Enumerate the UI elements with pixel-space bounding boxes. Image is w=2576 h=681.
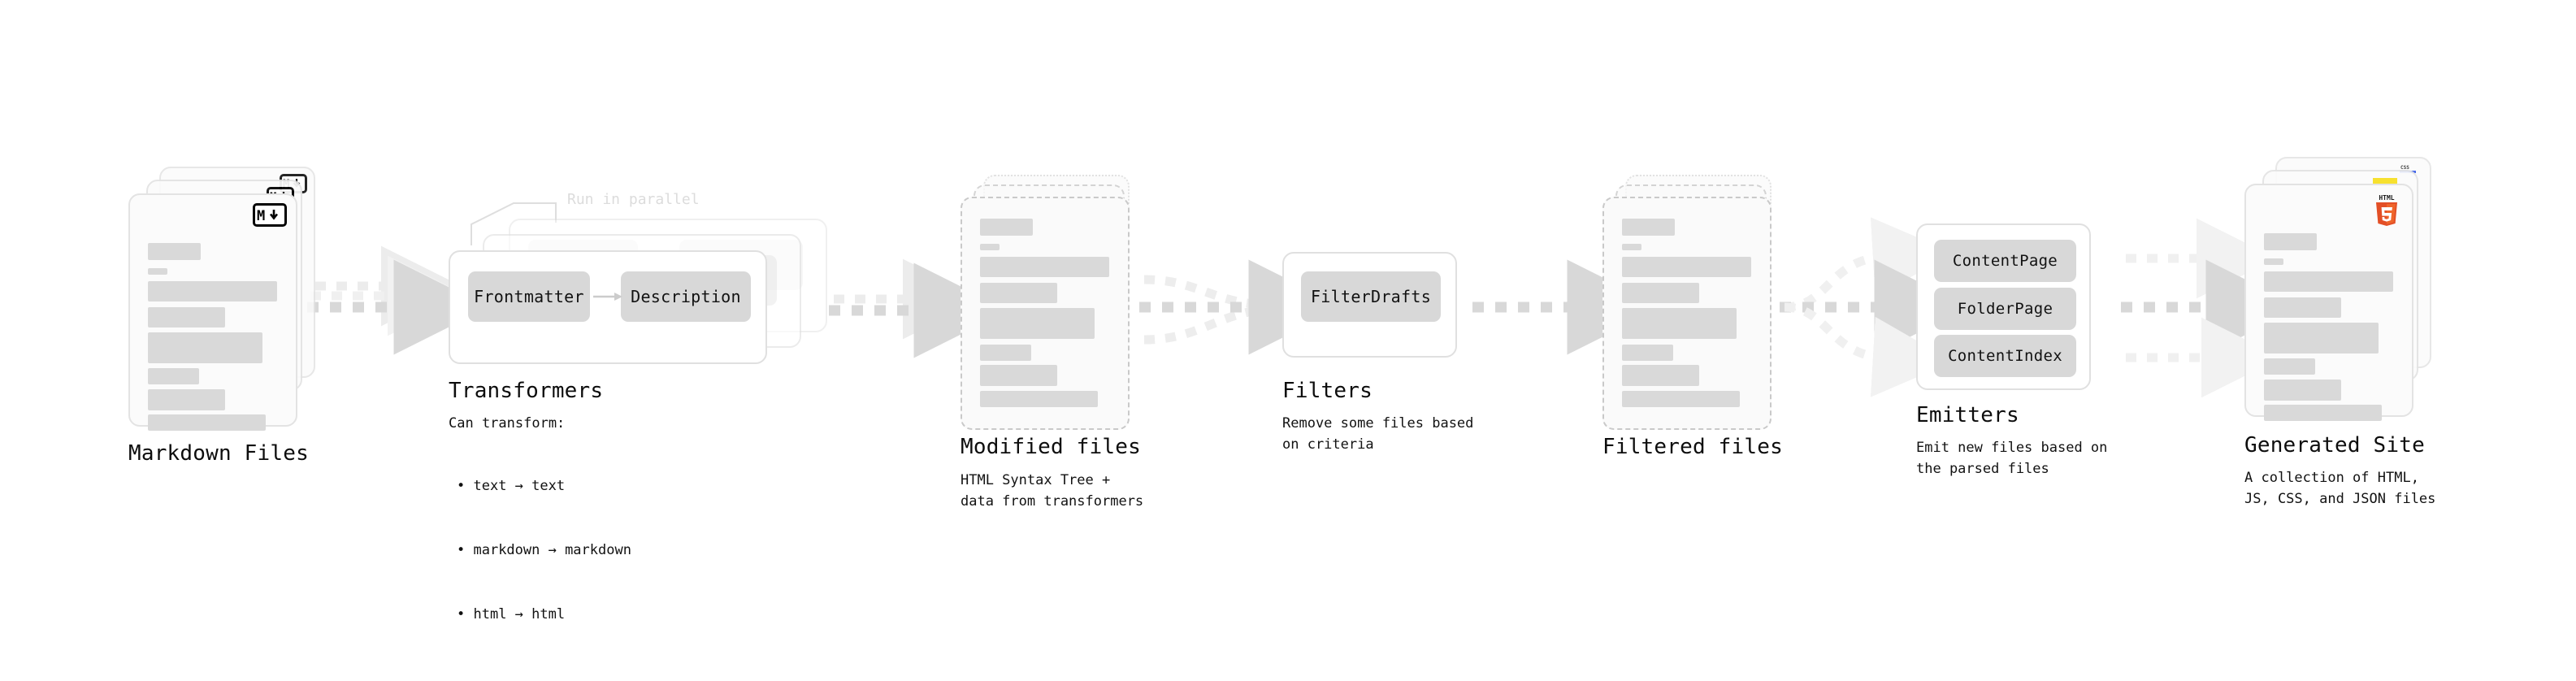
stage-title-filtered-files: Filtered files (1602, 435, 1783, 459)
card-bar (148, 281, 277, 301)
card-bar (980, 345, 1031, 361)
card-bar (148, 307, 225, 327)
emitter-chip-label: FolderPage (1957, 300, 2053, 318)
card-bar (1622, 283, 1699, 303)
stage-title-filters: Filters (1282, 379, 1373, 403)
svg-text:HTML: HTML (2379, 194, 2394, 202)
run-in-parallel-bracket (471, 202, 557, 245)
html5-icon: HTML (2373, 193, 2400, 227)
card-bar (1622, 345, 1673, 361)
filter-chip-label: FilterDrafts (1310, 287, 1432, 306)
svg-text:M: M (257, 208, 265, 223)
card-bar (1622, 365, 1699, 386)
stage-title-modified-files: Modified files (961, 435, 1141, 459)
transformer-chip-label: Frontmatter (474, 287, 584, 306)
card-bar (980, 391, 1098, 407)
svg-text:CSS: CSS (2400, 165, 2409, 171)
markdown-file-card-front: M (128, 193, 297, 431)
arrow-filtered-to-emitters (1780, 217, 1970, 397)
card-bar (1622, 391, 1740, 407)
transformer-chip-frontmatter[interactable]: Frontmatter (468, 271, 590, 322)
stage-title-generated-site: Generated Site (2244, 433, 2425, 458)
card-bar (980, 257, 1109, 277)
card-bar (980, 308, 1095, 339)
emitter-chip-label: ContentPage (1952, 252, 2058, 270)
card-bar (980, 283, 1057, 303)
site-file-card-html: HTML (2244, 184, 2413, 421)
arrow-modified-to-filters (1139, 259, 1344, 355)
arrow-emitters-to-site (2121, 218, 2301, 398)
filtered-file-card-front (1602, 197, 1772, 430)
card-bar (148, 243, 201, 260)
transformer-chip-description[interactable]: Description (621, 271, 751, 322)
filter-chip-filterdrafts[interactable]: FilterDrafts (1301, 271, 1441, 322)
run-in-parallel-label: Run in parallel (567, 191, 700, 208)
modified-file-card-front (961, 197, 1130, 430)
emitter-chip-contentindex[interactable]: ContentIndex (1934, 335, 2076, 377)
bullet-label: markdown → markdown (473, 541, 631, 558)
markdown-icon: M (253, 203, 287, 227)
generated-site-subtitle: A collection of HTML, JS, CSS, and JSON … (2244, 470, 2436, 508)
bullet-label: html → html (473, 605, 566, 622)
stage-title-emitters: Emitters (1916, 403, 2019, 427)
card-bar (2264, 323, 2379, 354)
card-bar (2264, 358, 2315, 375)
modified-files-subtitle: HTML Syntax Tree + data from transformer… (961, 472, 1144, 510)
emitters-subtitle: Emit new files based on the parsed files (1916, 440, 2108, 478)
transformers-subtitle: Can transform: (449, 415, 566, 432)
card-bar (2264, 405, 2382, 421)
list-item: • text → text (457, 477, 566, 494)
card-bar (1622, 244, 1641, 250)
list-item: • html → html (457, 605, 566, 622)
card-bar (148, 332, 262, 363)
card-bar (980, 365, 1057, 386)
card-bar (1622, 257, 1751, 277)
card-bar (148, 389, 225, 410)
modified-files-stack (961, 175, 1139, 430)
filters-subtitle: Remove some files based on criteria (1282, 415, 1474, 453)
transformers-bullet-list: • text → text • markdown → markdown • ht… (457, 432, 631, 668)
emitters-box: ContentPage FolderPage ContentIndex (1916, 223, 2091, 390)
card-bar (980, 244, 1000, 250)
arrow-transformers-to-modified (829, 258, 1009, 358)
list-item: • markdown → markdown (457, 541, 631, 558)
filters-box: FilterDrafts (1282, 252, 1457, 358)
card-bar (980, 219, 1033, 236)
transformer-box-front: Frontmatter Description (449, 250, 767, 364)
transformer-inner-arrow (593, 293, 622, 301)
card-bar (148, 414, 266, 431)
card-bar (2264, 380, 2341, 401)
card-bar (1622, 308, 1737, 339)
emitter-chip-folderpage[interactable]: FolderPage (1934, 288, 2076, 330)
markdown-files-stack: M M M (128, 167, 315, 431)
transformer-chip-label: Description (631, 287, 741, 306)
card-bar (1622, 219, 1675, 236)
bullet-label: text → text (473, 477, 566, 494)
filtered-files-stack (1602, 175, 1781, 430)
generated-site-stack: CSS HTML (2244, 157, 2431, 421)
emitter-chip-label: ContentIndex (1948, 347, 2062, 365)
stage-title-markdown-files: Markdown Files (128, 441, 309, 466)
arrow-markdown-to-transformers (307, 245, 489, 355)
card-bar (148, 268, 167, 275)
card-bar (2264, 233, 2317, 250)
emitter-chip-contentpage[interactable]: ContentPage (1934, 240, 2076, 282)
card-bar (148, 368, 199, 384)
card-bar (2264, 297, 2341, 318)
stage-title-transformers: Transformers (449, 379, 604, 403)
card-bar (2264, 258, 2283, 265)
card-bar (2264, 271, 2393, 292)
transformers-group: Run in parallel Frontmatter Description (449, 191, 830, 364)
